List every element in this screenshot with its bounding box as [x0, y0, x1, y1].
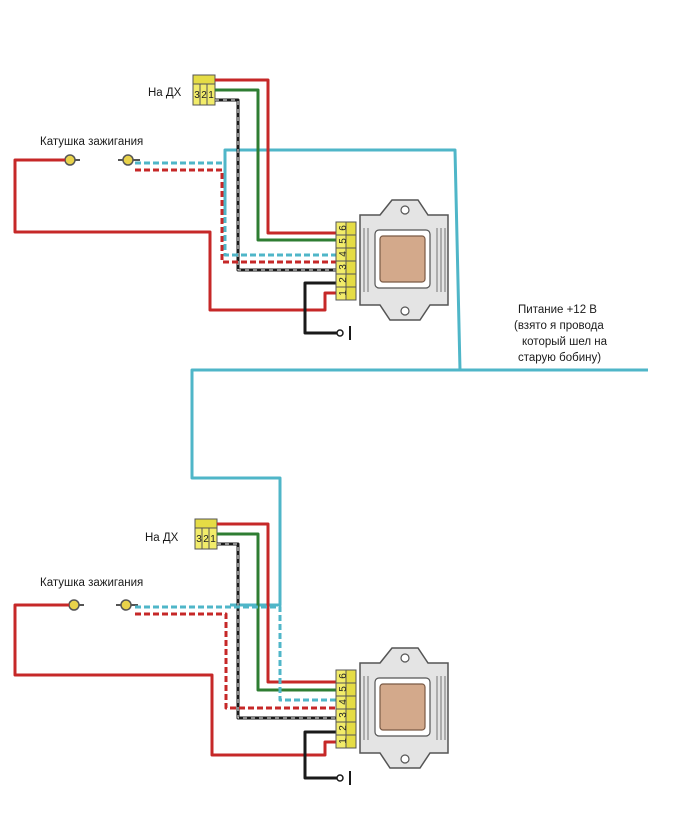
module-pin: 3: [338, 264, 349, 270]
module-pin: 1: [338, 738, 349, 744]
module-connector: 1 2 3 4 5 6: [335, 221, 357, 301]
sensor-pin: 2: [201, 90, 207, 101]
ground-icon: [336, 771, 351, 785]
module-pin: 6: [338, 673, 349, 679]
circuit-bottom: На ДХ Катушка зажигания 3 2 1: [13, 518, 449, 785]
power-label: Питание +12 В (взято я провода который ш…: [514, 304, 608, 364]
module-connector: 1 2 3 4 5 6: [335, 669, 357, 749]
sensor-label: На ДХ: [145, 532, 179, 544]
power-label-line: старую бобину): [518, 352, 601, 364]
sensor-connector: 3 2 1: [192, 74, 216, 106]
sensor-pin: 1: [210, 534, 216, 545]
module-pin: 2: [338, 277, 349, 283]
module-pin: 4: [338, 699, 349, 705]
wires-bottom: [13, 522, 340, 780]
coil-terminal-right-icon: [118, 154, 140, 166]
module-pin: 3: [338, 712, 349, 718]
ground-icon: [336, 326, 351, 340]
module-pin: 6: [338, 225, 349, 231]
sensor-pin: 3: [196, 534, 202, 545]
module-pin: 5: [338, 238, 349, 244]
module-pin: 1: [338, 290, 349, 296]
sensor-pin: 1: [208, 90, 214, 101]
wires-top: [13, 78, 340, 335]
module-pin: 2: [338, 725, 349, 731]
sensor-pin: 2: [203, 534, 209, 545]
module-pin: 4: [338, 251, 349, 257]
sensor-pin: 3: [194, 90, 200, 101]
power-label-line: который шел на: [522, 336, 608, 348]
sensor-connector: 3 2 1: [194, 518, 218, 550]
sensor-label: На ДХ: [148, 87, 182, 99]
circuit-top: На ДХ Катушка зажигания 3 2 1: [13, 74, 449, 340]
ignition-module-icon: [359, 647, 449, 769]
power-label-line: (взято я провода: [514, 320, 604, 332]
power-label-line: Питание +12 В: [518, 304, 597, 316]
ignition-module-icon: [359, 199, 449, 321]
module-pin: 5: [338, 686, 349, 692]
coil-terminal-right-icon: [116, 599, 138, 611]
coil-label: Катушка зажигания: [40, 577, 143, 589]
coil-label: Катушка зажигания: [40, 136, 143, 148]
